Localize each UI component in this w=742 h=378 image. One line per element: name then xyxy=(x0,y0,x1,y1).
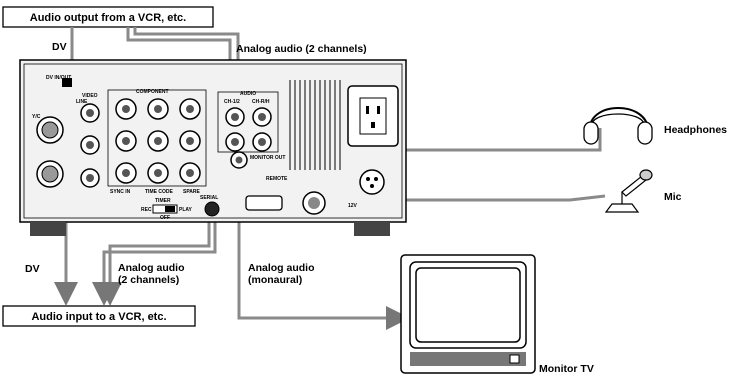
audio-output-box: Audio output from a VCR, etc. xyxy=(2,6,214,28)
device-rear-panel: DV IN/OUT Y/C VIDEO LINE COMPONENT SYNC xyxy=(19,59,407,236)
vent-grille xyxy=(289,80,341,170)
time-code-label: TIME CODE xyxy=(145,189,173,195)
off-label: OFF xyxy=(160,215,170,221)
timer-label: TIMER xyxy=(155,198,171,204)
dv-bottom-label: DV xyxy=(25,263,40,275)
yc-label: Y/C xyxy=(32,114,41,120)
monitor-tv-label: Monitor TV xyxy=(539,363,594,375)
video-label: VIDEO xyxy=(82,93,98,99)
serial-label: SERIAL xyxy=(200,195,218,201)
audio-label: AUDIO xyxy=(240,91,256,97)
line-label: LINE xyxy=(76,99,88,105)
remote-port[interactable] xyxy=(245,195,283,211)
remote-label: REMOTE xyxy=(266,176,288,182)
monitor-out-label: MONITOR OUT xyxy=(250,155,285,161)
play-label: PLAY xyxy=(179,207,193,213)
analog-2ch-bottom-label-2: (2 channels) xyxy=(118,274,179,286)
audio-input-label: Audio input to a VCR, etc. xyxy=(31,311,166,323)
analog-2ch-output-cable-2 xyxy=(92,205,217,306)
cables xyxy=(54,27,606,330)
sync-in-label: SYNC IN xyxy=(110,189,131,195)
xlr-connector[interactable] xyxy=(359,169,385,195)
analog-mono-label-2: (monaural) xyxy=(248,274,302,286)
analog-mono-label-1: Analog audio xyxy=(248,262,315,274)
analog-2ch-output-cable-1 xyxy=(98,205,211,306)
dv-top-label: DV xyxy=(52,41,67,53)
audio-input-box: Audio input to a VCR, etc. xyxy=(2,305,196,327)
mic-cable xyxy=(405,194,606,202)
analog-2ch-bottom-label-1: Analog audio xyxy=(118,262,185,274)
component-label: COMPONENT xyxy=(136,89,169,95)
dv-inout-label: DV IN/OUT xyxy=(46,75,71,81)
monitor-tv xyxy=(400,254,536,374)
ch12-label: CH-1/2 xyxy=(224,99,240,105)
rec-label: REC xyxy=(141,207,152,213)
mic-label: Mic xyxy=(664,191,682,203)
headphones-label: Headphones xyxy=(664,124,727,136)
twelve-v-label: 12V xyxy=(348,203,358,209)
headphones-cable xyxy=(405,128,602,152)
chrh-label: CH-R/H xyxy=(252,99,270,105)
serial-port[interactable] xyxy=(204,201,220,217)
spare-label: SPARE xyxy=(183,189,201,195)
mic-icon xyxy=(604,169,653,213)
headphones-icon xyxy=(583,107,653,145)
dv-port[interactable] xyxy=(62,78,72,87)
audio-output-label: Audio output from a VCR, etc. xyxy=(30,12,186,24)
analog-2ch-top-label: Analog audio (2 channels) xyxy=(236,43,367,55)
